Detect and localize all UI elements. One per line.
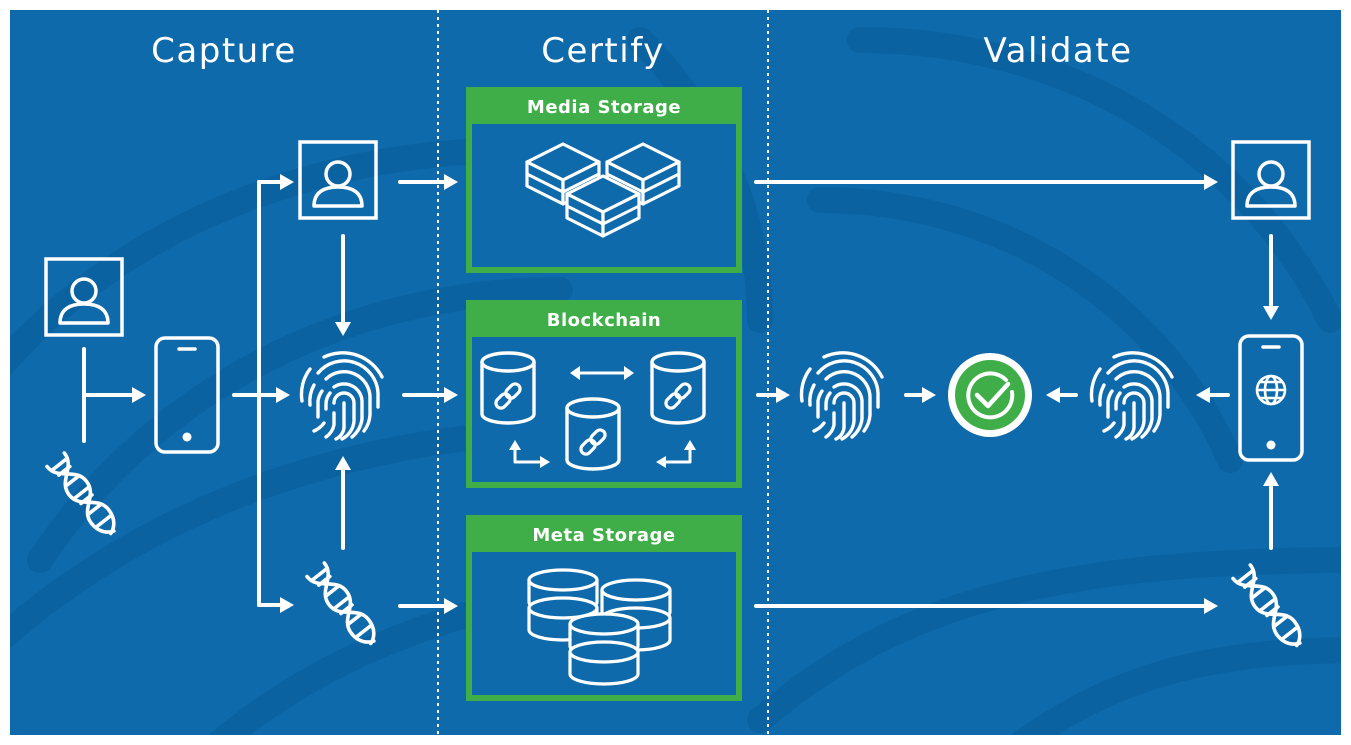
meta-storage-box: Meta Storage bbox=[466, 515, 742, 701]
checkmark-icon bbox=[948, 353, 1032, 437]
column-title-certify: Certify bbox=[541, 31, 664, 71]
phone-branch-connector bbox=[232, 174, 294, 613]
split-connector bbox=[82, 347, 146, 443]
meta-storage-title: Meta Storage bbox=[532, 525, 675, 546]
linked-database-icon bbox=[565, 397, 621, 471]
sync-arrows bbox=[509, 366, 696, 468]
blockchain-title: Blockchain bbox=[547, 310, 662, 331]
column-title-capture: Capture bbox=[151, 31, 297, 71]
media-storage-title: Media Storage bbox=[527, 97, 681, 118]
to-certify-arrows bbox=[398, 174, 458, 614]
to-fingerprint-arrows bbox=[335, 234, 351, 550]
blockchain-box: Blockchain bbox=[466, 300, 742, 488]
linked-database-icon bbox=[480, 351, 536, 425]
media-storage-box: Media Storage bbox=[466, 87, 742, 273]
validate-arrows bbox=[754, 174, 1279, 614]
column-title-validate: Validate bbox=[983, 31, 1132, 71]
linked-database-icon bbox=[650, 351, 706, 425]
background-pattern bbox=[10, 27, 1341, 735]
